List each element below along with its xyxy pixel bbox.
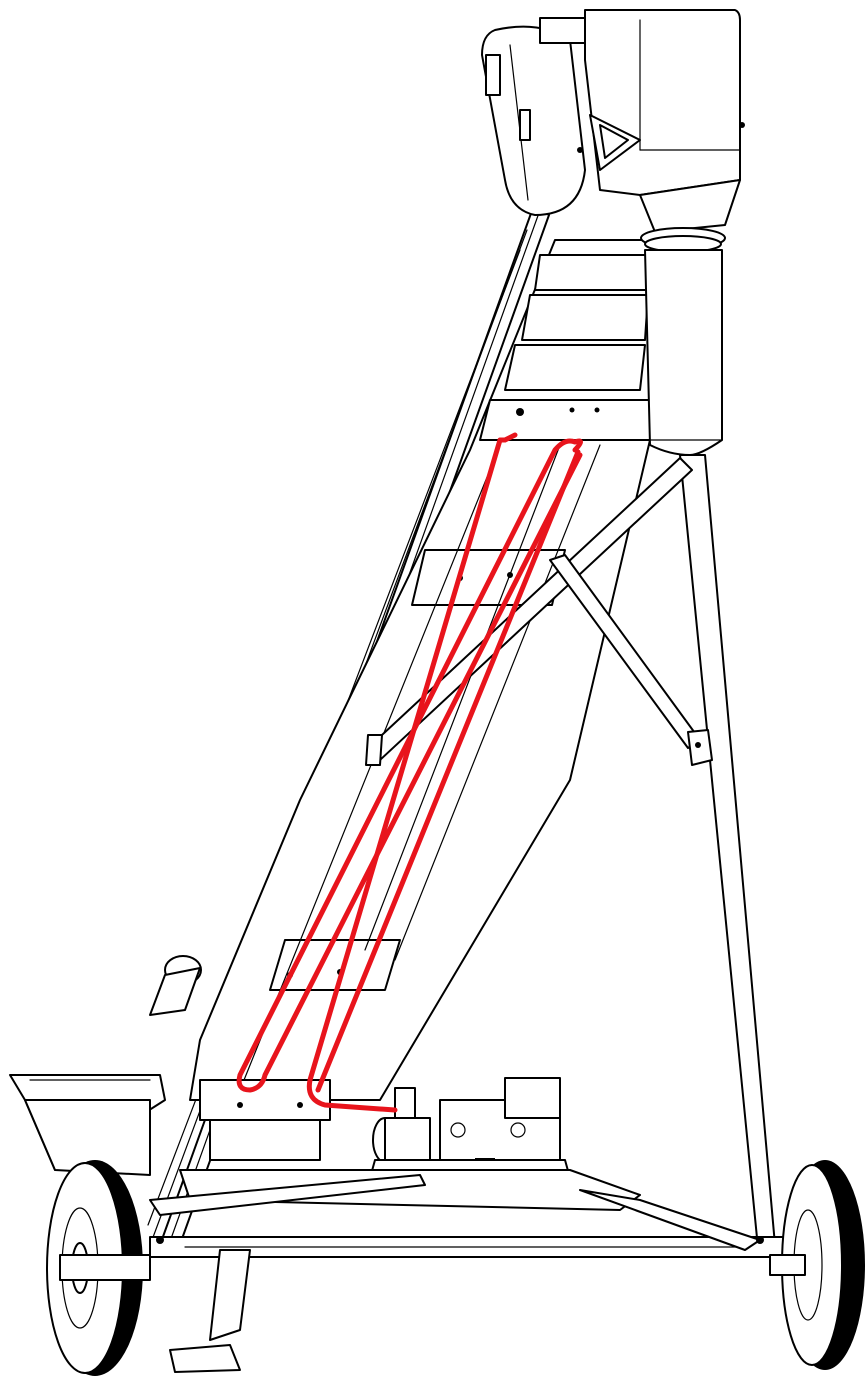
tow-hitch	[169, 1249, 251, 1373]
hydraulic-hose-return	[315, 449, 581, 1093]
left-wheel	[46, 1160, 151, 1376]
discharge-head	[481, 9, 745, 456]
hydraulic-hose-routing	[236, 432, 583, 1113]
support-legs	[365, 454, 776, 1249]
chassis-axle	[149, 1169, 801, 1258]
hydraulic-hose-inner	[306, 432, 518, 1113]
conveyor-housing	[189, 239, 656, 1101]
right-wheel	[769, 1160, 865, 1370]
hydraulic-hose-outer	[236, 438, 583, 1093]
intake-hopper	[9, 955, 202, 1176]
